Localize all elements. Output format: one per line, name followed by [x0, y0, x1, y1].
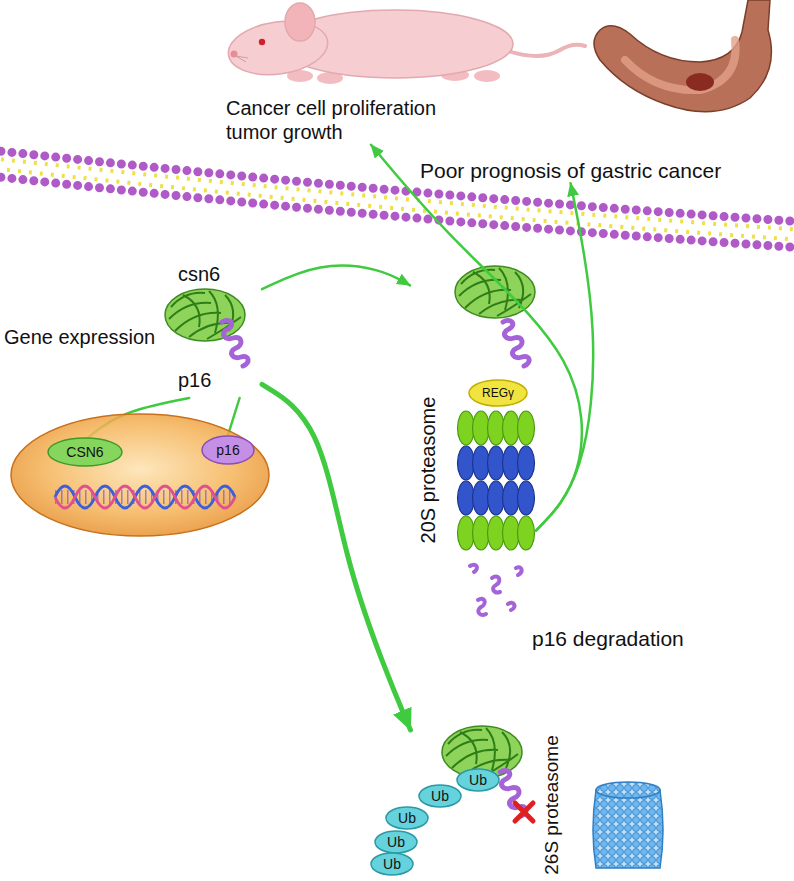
p16-fragments: [492, 576, 500, 592]
node-label: Ub: [383, 857, 401, 871]
proteasome-20s-illustration: [458, 411, 535, 550]
cell-membrane: [0, 150, 794, 222]
node-label: 20S proteasome: [416, 397, 440, 544]
ubiquitin-bead: Ub: [456, 768, 500, 792]
mouse-illustration: [259, 39, 265, 45]
node-label: p16: [216, 443, 239, 457]
p16-fragments: [470, 565, 477, 572]
cell-membrane: [0, 150, 794, 248]
csn6-p16-complex-illustration: [222, 320, 248, 366]
node-label: Ub: [387, 835, 405, 849]
arrow-connector: [536, 183, 593, 530]
figure-label: p16 degradation: [532, 626, 684, 651]
node-outline: [48, 438, 122, 466]
node-label: REGγ: [482, 387, 514, 399]
dna-helix: [55, 486, 235, 508]
node-outline: [386, 807, 428, 829]
node-outline: [469, 380, 527, 406]
outcome-text: Poor prognosis of gastric cancer: [420, 158, 721, 183]
node-outline: [10, 413, 270, 537]
p16-fragments: [516, 567, 522, 575]
cell-membrane: [0, 176, 794, 248]
dna-helix: [55, 486, 235, 508]
ubiquitin-bead: Ub: [385, 806, 429, 830]
node-outline: [371, 853, 413, 875]
node-label: p16: [178, 368, 211, 392]
mouse-illustration: [236, 56, 248, 62]
stomach-illustration: [594, 0, 771, 112]
proteasome-20s-illustration: [458, 446, 535, 515]
p16-fragments: [470, 565, 522, 615]
proteasome-20s-illustration: [518, 516, 535, 550]
label-slot: p16 degradation: [532, 626, 684, 651]
node-label: Ub: [469, 773, 487, 787]
mouse-illustration: [225, 3, 585, 84]
node-outline: [457, 769, 499, 791]
node-outline: [11, 414, 269, 536]
ubiquitin-bead: Ub: [374, 830, 418, 854]
node-outline: [419, 785, 461, 807]
outcome-text: Cancer cell proliferation tumor growth: [226, 96, 476, 145]
node-outline: [202, 436, 254, 464]
stomach-illustration: [686, 73, 714, 91]
dna-helix: [55, 486, 235, 508]
arrow-connector: [228, 398, 240, 435]
stomach-illustration: [594, 0, 771, 112]
regulator-cap: REGγ: [468, 379, 528, 407]
arrow-connector: [371, 145, 582, 531]
protein-complex: csn6 p16: [150, 262, 262, 398]
proteasome-20s-illustration: [518, 411, 535, 445]
ubiquitin-bead: Ub: [370, 852, 414, 876]
dna-helix: [55, 490, 235, 504]
node-label: Ub: [398, 811, 416, 825]
gene-ellipse: CSN6: [47, 437, 123, 467]
p16-fragments: [508, 603, 514, 610]
node-label: CSN6: [66, 445, 103, 459]
node-label: Poor prognosis of gastric cancer: [420, 158, 721, 183]
proteasome-20s-illustration: [518, 481, 535, 515]
arrow-connector: [262, 266, 410, 290]
proteasome-26s-illustration: [593, 790, 663, 868]
stomach-illustration: [625, 40, 736, 90]
ubiquitin-bead: Ub: [418, 784, 462, 808]
proteasome-20s-illustration: [455, 266, 535, 318]
mouse-illustration: [505, 45, 585, 56]
proteasome-26s-illustration: [515, 803, 533, 821]
proteasome-20s: 20S proteasome REGγ: [410, 262, 536, 554]
proteasome-20s-illustration: [518, 446, 535, 480]
node-label: Gene expression: [4, 325, 155, 349]
node-label: Ub: [431, 789, 449, 803]
proteasome-20s-illustration: [503, 320, 529, 366]
arrow-connector: [262, 384, 411, 730]
csn6-p16-complex-illustration: [165, 289, 248, 366]
node-label: 26S proteasome: [540, 735, 564, 874]
p16-fragments: [478, 599, 486, 615]
mouse-illustration: [285, 3, 315, 41]
proteasome-26s-illustration: [596, 782, 660, 798]
mouse-illustration: [474, 70, 500, 82]
nucleus: Gene expressionCSN6p16: [10, 413, 270, 537]
gene-ellipse: p16: [201, 435, 255, 465]
node-label: csn6: [178, 262, 220, 286]
proteasome-26s: 26S proteasomeUbUbUbUbUb: [330, 730, 680, 878]
node-outline: [375, 831, 417, 853]
node-label: Cancer cell proliferation tumor growth: [226, 96, 476, 145]
csn6-p16-complex-illustration: [165, 289, 245, 341]
